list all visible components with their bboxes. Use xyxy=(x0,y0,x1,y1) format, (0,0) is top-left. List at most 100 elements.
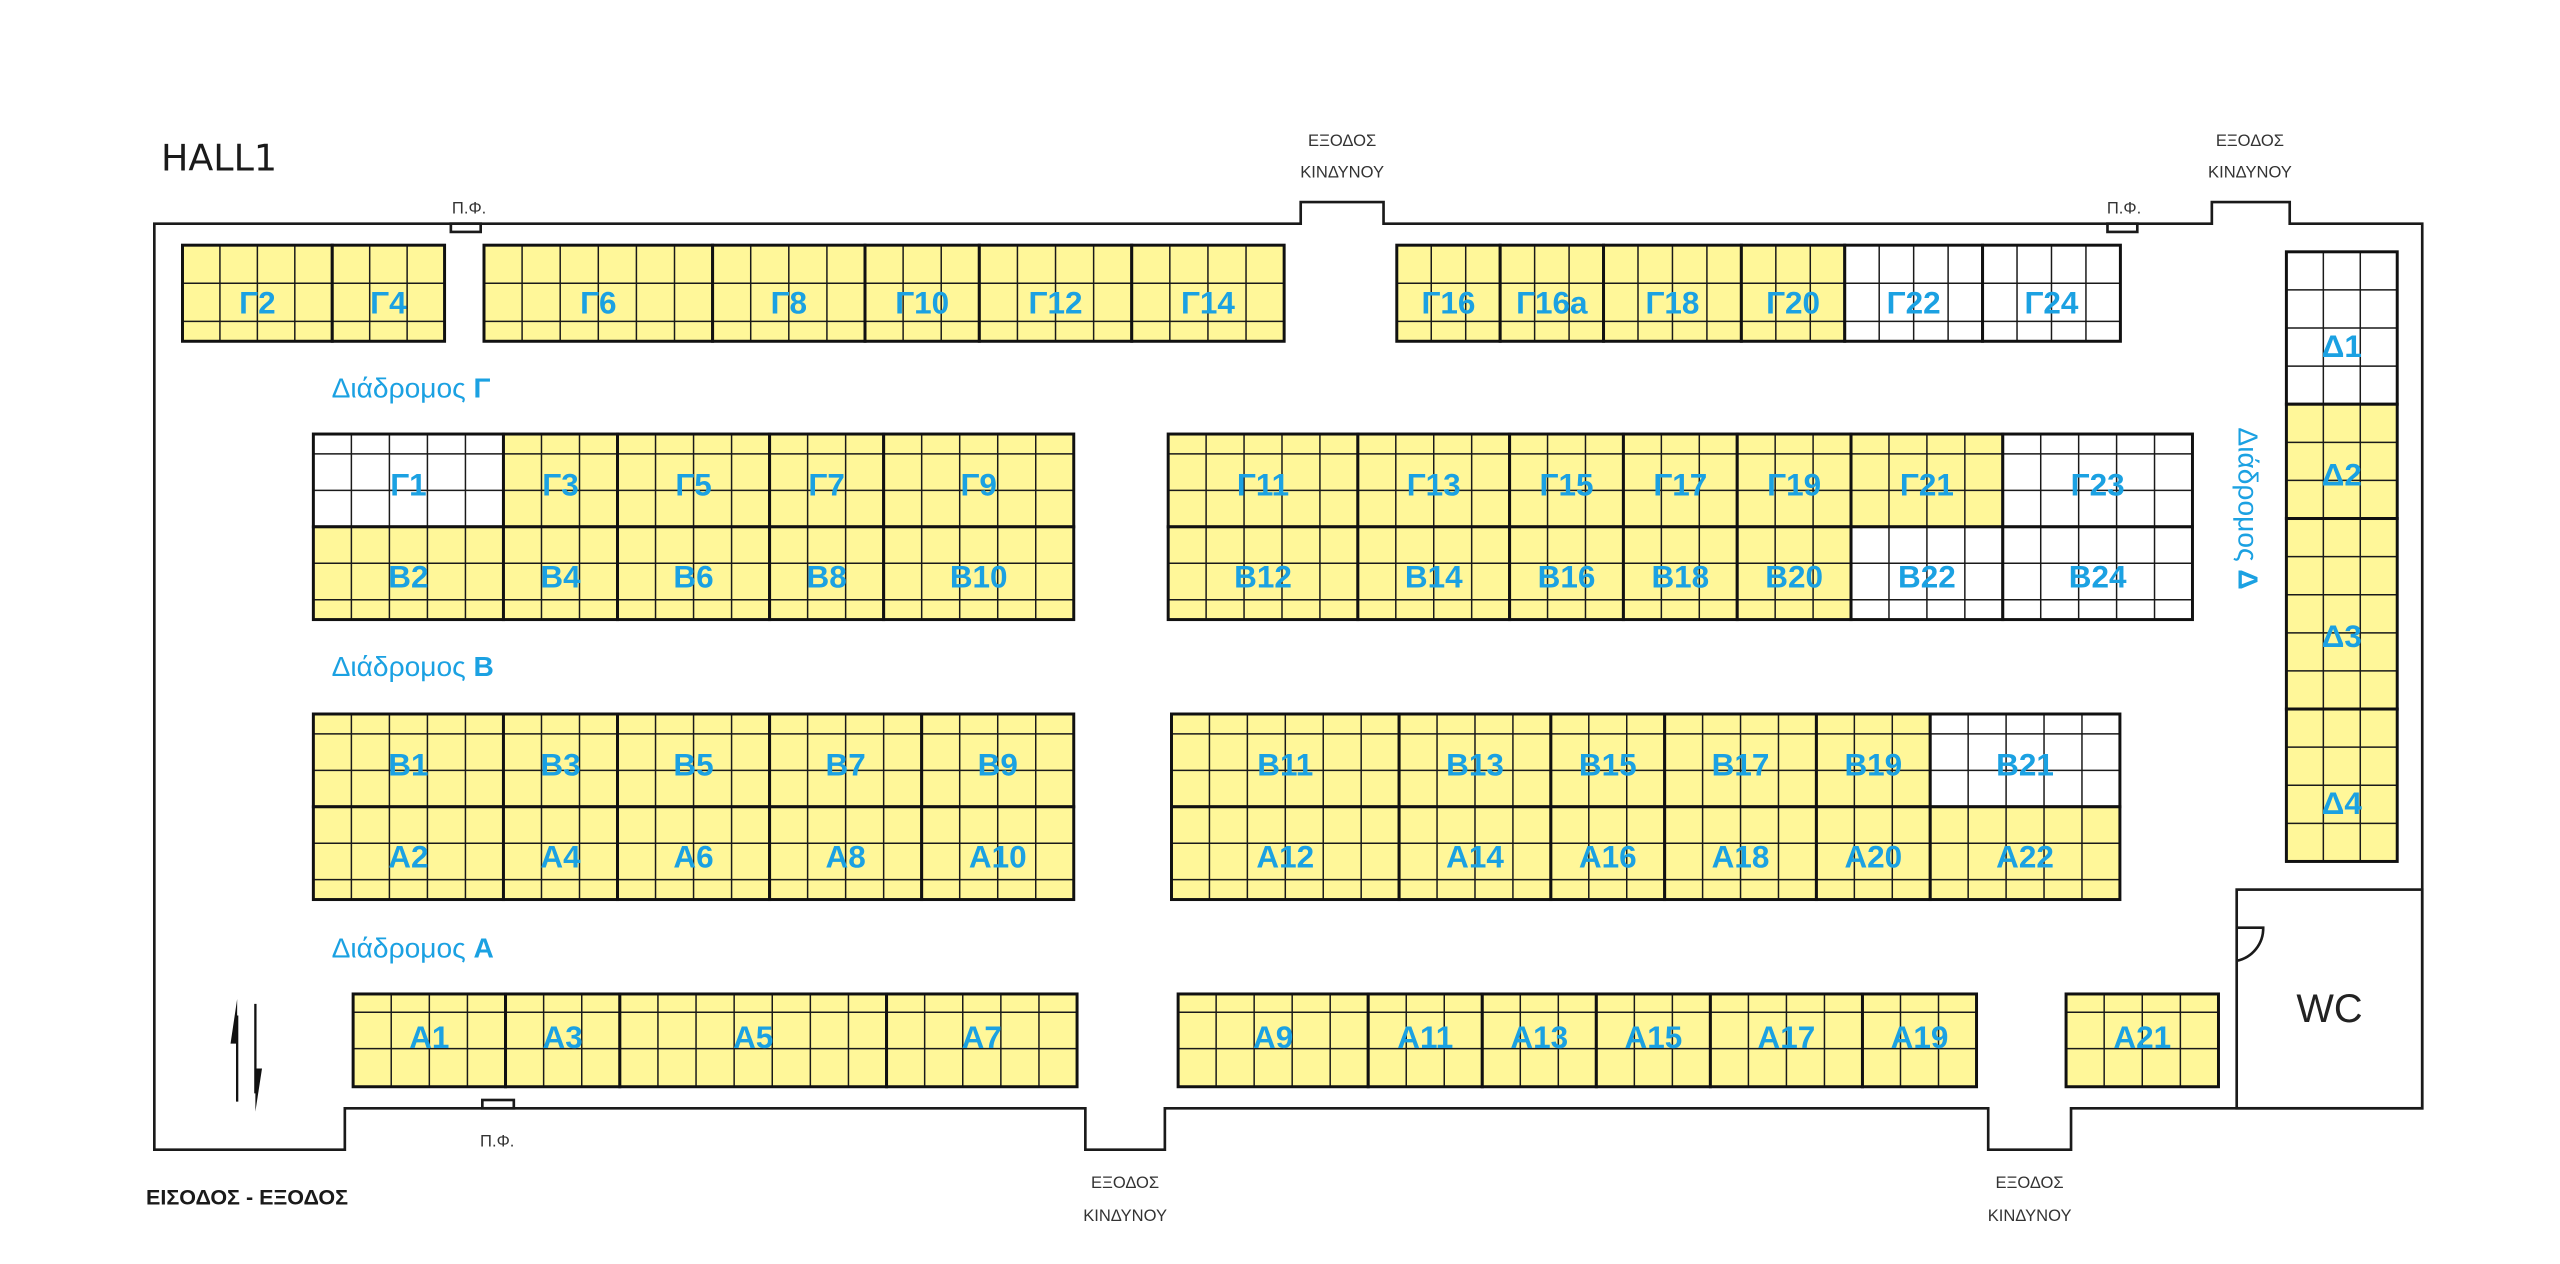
booth[interactable]: B12 xyxy=(1166,525,1360,622)
booth-area xyxy=(1737,526,1852,620)
booth[interactable]: Γ1 xyxy=(311,432,505,529)
fire-hydrant-icon xyxy=(2106,222,2139,234)
booth[interactable]: Γ15 xyxy=(1508,432,1625,529)
booth[interactable]: Δ3 xyxy=(2284,517,2399,711)
booth[interactable]: A16 xyxy=(1549,805,1667,902)
booth[interactable]: A22 xyxy=(1928,805,2122,902)
booth[interactable]: Γ2 xyxy=(180,243,334,343)
emergency-exit-top-1: ΕΞΟΔΟΣ ΚΙΝΔΥΝΟΥ xyxy=(1300,131,1384,181)
booth-label: A20 xyxy=(1844,839,1902,874)
emergency-exit-top-2: ΕΞΟΔΟΣ ΚΙΝΔΥΝΟΥ xyxy=(2208,131,2292,181)
fire-hydrant-label: Π.Φ. xyxy=(2107,199,2141,218)
booth[interactable]: Γ16 xyxy=(1395,243,1502,343)
booth[interactable]: Γ13 xyxy=(1356,432,1512,529)
booth[interactable]: B21 xyxy=(1928,712,2122,809)
booth[interactable]: A15 xyxy=(1594,992,1712,1089)
booth[interactable]: Γ7 xyxy=(768,432,886,529)
booth[interactable]: Γ10 xyxy=(863,243,981,343)
booth-area xyxy=(332,245,445,342)
booth-label: B8 xyxy=(807,559,847,594)
booth[interactable]: Γ9 xyxy=(882,432,1076,529)
booth[interactable]: A14 xyxy=(1397,805,1553,902)
booth[interactable]: Γ21 xyxy=(1849,432,2005,529)
booth-area xyxy=(505,993,620,1087)
booth[interactable]: B7 xyxy=(768,712,924,809)
booth[interactable]: B19 xyxy=(1814,712,1932,809)
booth-label: A15 xyxy=(1624,1020,1682,1055)
booth[interactable]: B13 xyxy=(1397,712,1553,809)
booth[interactable]: A19 xyxy=(1860,992,1979,1089)
booth[interactable]: Δ1 xyxy=(2284,250,2399,406)
booth[interactable]: B15 xyxy=(1549,712,1667,809)
booth-area xyxy=(1550,806,1665,900)
fire-hydrant-icon xyxy=(481,1098,516,1110)
booth-area xyxy=(2286,404,2398,519)
booth[interactable]: B1 xyxy=(311,712,505,809)
booth[interactable]: Γ11 xyxy=(1166,432,1360,529)
booth[interactable]: Γ4 xyxy=(330,243,447,343)
booth[interactable]: A11 xyxy=(1366,992,1484,1089)
booth[interactable]: B16 xyxy=(1508,525,1625,622)
booth[interactable]: B20 xyxy=(1735,525,1853,622)
booth-area xyxy=(1482,993,1597,1087)
booth[interactable]: A18 xyxy=(1663,805,1818,902)
booth[interactable]: A3 xyxy=(504,992,622,1089)
booth[interactable]: A5 xyxy=(618,992,889,1089)
booth-area xyxy=(1816,714,1931,807)
booth[interactable]: Γ17 xyxy=(1621,432,1739,529)
booth[interactable]: Δ2 xyxy=(2284,402,2399,521)
booth[interactable]: B6 xyxy=(616,525,772,622)
booth[interactable]: Δ4 xyxy=(2284,707,2399,863)
booth-area xyxy=(1178,993,1369,1087)
booth[interactable]: Γ6 xyxy=(482,243,715,343)
booth[interactable]: A1 xyxy=(351,992,508,1089)
booth-area xyxy=(886,993,1078,1087)
door-icon xyxy=(2236,926,2265,963)
booth[interactable]: B3 xyxy=(501,712,620,809)
booth[interactable]: Γ16a xyxy=(1498,243,1606,343)
booth[interactable]: B17 xyxy=(1663,712,1818,809)
booth[interactable]: Γ23 xyxy=(2001,432,2194,529)
booth-area xyxy=(1737,434,1852,527)
booth[interactable]: B9 xyxy=(920,712,1076,809)
booth[interactable]: A8 xyxy=(768,805,924,902)
booth-area xyxy=(1862,993,1977,1087)
booth[interactable]: Γ8 xyxy=(711,243,867,343)
booth[interactable]: B14 xyxy=(1356,525,1512,622)
booth[interactable]: Γ20 xyxy=(1739,243,1847,343)
svg-text:ΚΙΝΔΥΝΟΥ: ΚΙΝΔΥΝΟΥ xyxy=(2208,162,2292,181)
booth[interactable]: A2 xyxy=(311,805,505,902)
booth[interactable]: B2 xyxy=(311,525,505,622)
booth[interactable]: A13 xyxy=(1480,992,1598,1089)
booth[interactable]: Γ24 xyxy=(1981,243,2122,343)
booth[interactable]: Γ14 xyxy=(1130,243,1286,343)
booth[interactable]: A12 xyxy=(1170,805,1401,902)
booth-area xyxy=(2002,434,2193,527)
booth[interactable]: A10 xyxy=(920,805,1076,902)
booth[interactable]: B11 xyxy=(1170,712,1401,809)
booth[interactable]: B22 xyxy=(1849,525,2005,622)
booth[interactable]: B4 xyxy=(501,525,620,622)
booth[interactable]: Γ5 xyxy=(616,432,772,529)
booth[interactable]: B8 xyxy=(768,525,886,622)
booth[interactable]: B10 xyxy=(882,525,1076,622)
booth-label: Γ5 xyxy=(675,468,711,503)
booth[interactable]: A20 xyxy=(1814,805,1932,902)
fire-hydrant-label: Π.Φ. xyxy=(480,1131,514,1150)
booth[interactable]: Γ22 xyxy=(1843,243,1985,343)
booth[interactable]: B24 xyxy=(2001,525,2194,622)
booth[interactable]: A7 xyxy=(885,992,1079,1089)
booth-border xyxy=(1928,805,2122,902)
booth[interactable]: A17 xyxy=(1708,992,1864,1089)
booth[interactable]: B5 xyxy=(616,712,772,809)
aisle-alpha-label: Διάδρομος A xyxy=(332,933,494,964)
booth[interactable]: A4 xyxy=(501,805,620,902)
booth[interactable]: B18 xyxy=(1621,525,1739,622)
booth[interactable]: A21 xyxy=(2064,992,2220,1089)
booth[interactable]: A6 xyxy=(616,805,772,902)
booth[interactable]: Γ3 xyxy=(501,432,620,529)
booth[interactable]: A9 xyxy=(1176,992,1370,1089)
booth[interactable]: Γ19 xyxy=(1735,432,1853,529)
booth[interactable]: Γ18 xyxy=(1602,243,1743,343)
booth[interactable]: Γ12 xyxy=(977,243,1134,343)
